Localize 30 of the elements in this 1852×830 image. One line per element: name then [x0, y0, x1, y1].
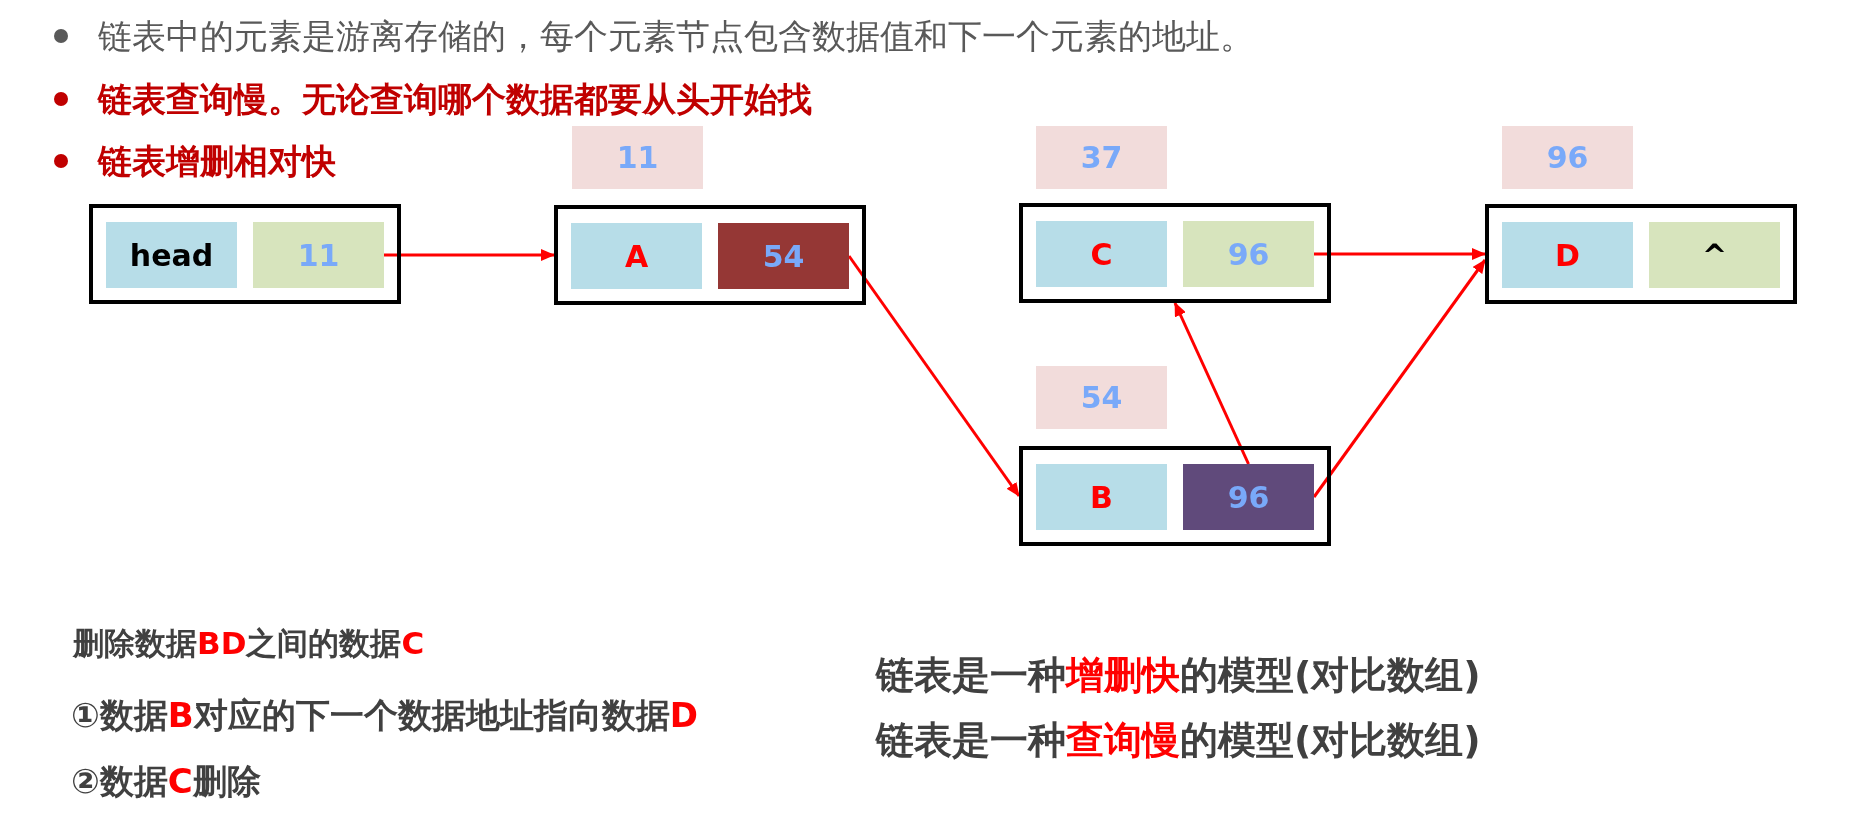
note-text: ①数据B对应的下一个数据地址指向数据D [71, 695, 698, 736]
arrow [384, 249, 555, 261]
data-value: head [106, 222, 237, 288]
next-pointer: 54 [718, 223, 849, 289]
next-pointer: 96 [1183, 221, 1314, 287]
address-tag: 96 [1502, 126, 1633, 189]
next-pointer: ^ [1649, 222, 1780, 288]
arrow [1314, 248, 1486, 260]
note-text: 链表是一种增删快的模型(对比数组) [876, 653, 1481, 699]
head-node-box [89, 204, 401, 304]
list-node-box [1485, 204, 1797, 304]
address-tag: 37 [1036, 126, 1167, 189]
list-node-box [1019, 446, 1331, 546]
address-tag: 54 [1036, 366, 1167, 429]
list-node-box [1019, 203, 1331, 303]
note-text: 删除数据BD之间的数据C [73, 625, 425, 663]
next-pointer: 96 [1183, 464, 1314, 530]
note-text: 链表是一种查询慢的模型(对比数组) [876, 718, 1481, 764]
bullet-text: 链表中的元素是游离存储的，每个元素节点包含数据值和下一个元素的地址。 [98, 16, 1254, 57]
arrow [1173, 302, 1250, 465]
note-text: ②数据C删除 [71, 761, 261, 802]
bullet-text: 链表增删相对快 [98, 141, 336, 182]
data-value: B [1036, 464, 1167, 530]
data-value: A [571, 223, 702, 289]
data-value: D [1502, 222, 1633, 288]
next-pointer: 11 [253, 222, 384, 288]
data-value: C [1036, 221, 1167, 287]
list-node-box [554, 205, 866, 305]
bullet-text: 链表查询慢。无论查询哪个数据都要从头开始找 [98, 79, 812, 120]
address-tag: 11 [572, 126, 703, 189]
